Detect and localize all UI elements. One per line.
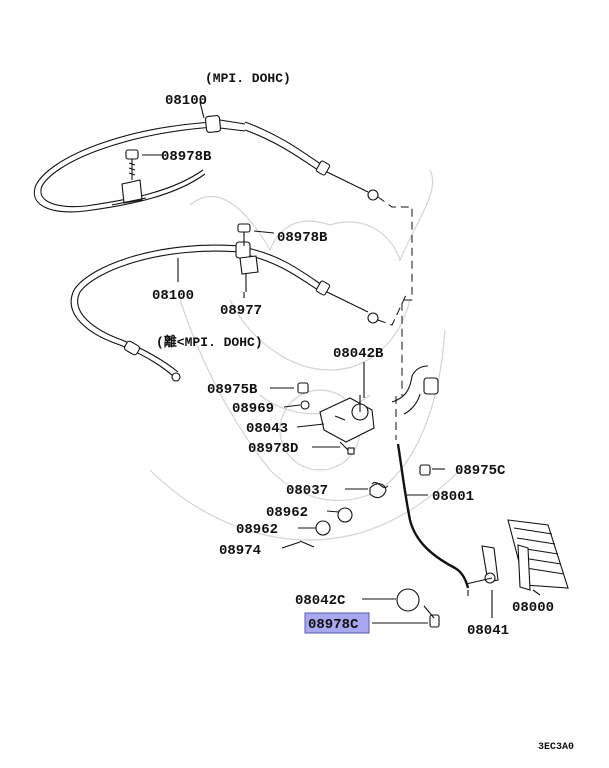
part-label-08001: 08001 [432, 489, 474, 505]
dashed-connectors [377, 196, 413, 440]
pedal-pad-08000 [507, 519, 569, 591]
diagram-code: 3EC3A0 [538, 742, 574, 753]
part-label-08975b: 08975B [207, 382, 258, 398]
part-label-08100-mid: 08100 [152, 288, 194, 304]
small-parts [297, 382, 440, 628]
leader-lines [177, 101, 541, 624]
throttle-cable-upper [33, 115, 379, 213]
part-label-08969: 08969 [232, 401, 274, 417]
part-label-08043: 08043 [246, 421, 288, 437]
part-label-08978b-upper: 08978B [161, 149, 212, 165]
part-label-08041: 08041 [467, 623, 509, 639]
part-label-08000: 08000 [512, 600, 554, 616]
part-label-08978d: 08978D [248, 441, 298, 457]
pedal-arm-08041 [465, 545, 499, 596]
part-label-08962-a: 08962 [266, 505, 308, 521]
part-label-08975c: 08975C [455, 463, 506, 479]
part-label-08978b-middle: 08978B [277, 230, 328, 246]
part-label-08042c: 08042C [295, 593, 346, 609]
part-label-08974: 08974 [219, 543, 261, 559]
bolt-08978b-middle [237, 223, 275, 246]
throttle-cable-lower [70, 241, 379, 382]
accelerator-pedal-lever [391, 365, 470, 589]
part-label-08037: 08037 [286, 483, 328, 499]
part-label-08978c[interactable]: 08978C [308, 617, 359, 633]
part-label-08042b: 08042B [333, 346, 384, 362]
variant-label-top: (MPI. DOHC) [205, 71, 291, 86]
part-label-08977: 08977 [220, 303, 262, 319]
part-label-08100-top: 08100 [165, 93, 207, 109]
pedal-bracket-08043 [319, 395, 375, 443]
highlight-box [304, 612, 370, 634]
bolt-08978b-upper [125, 149, 162, 180]
part-label-08962-b: 08962 [236, 522, 278, 538]
variant-label-mid: (離<MPI. DOHC) [156, 334, 263, 350]
